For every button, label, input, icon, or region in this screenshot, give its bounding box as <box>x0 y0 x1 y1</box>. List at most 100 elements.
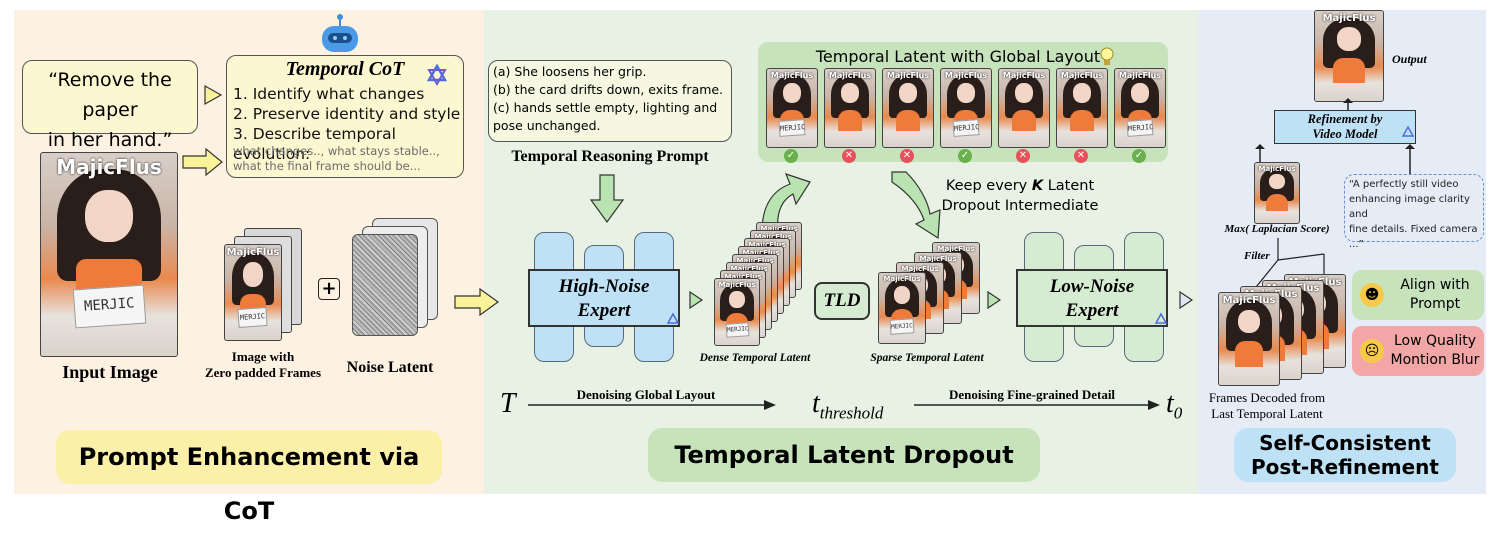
frame-watermark: MajicFlus <box>748 241 786 249</box>
input-image: MERJIC MajicFlus <box>40 152 178 357</box>
timeline-arrow-2 <box>914 400 1160 410</box>
smiley-icon: ☻ <box>1360 283 1384 307</box>
low-noise-expert: Low-Noise Expert <box>1016 269 1168 327</box>
keep-k-line-2: Dropout Intermediate <box>941 198 1099 214</box>
align-line-2: Prompt <box>1409 296 1461 312</box>
plus-icon: + <box>318 278 340 300</box>
robot-icon <box>322 14 358 52</box>
output-image: MajicFlus <box>1314 10 1384 102</box>
still-prompt-line-3: fine details. Fixed camera <box>1349 224 1478 235</box>
layout-frame-2: MajicFlus <box>824 68 876 148</box>
frame-watermark: MajicFlus <box>1002 71 1046 80</box>
frame-watermark: MajicFlus <box>1060 71 1104 80</box>
still-prompt-line-1: “A perfectly still video <box>1349 179 1459 190</box>
lightbulb-icon <box>1100 47 1114 65</box>
layout-frame-6: MajicFlus <box>1056 68 1108 148</box>
output-label: Output <box>1392 52 1427 66</box>
frame-watermark: MajicFlus <box>770 71 814 80</box>
reason-c1: (c) hands settle empty, lighting and <box>493 100 718 115</box>
chevron-icon <box>689 290 704 310</box>
frame-watermark: MajicFlus <box>718 281 756 289</box>
denoise-global-label: Denoising Global Layout <box>576 387 716 402</box>
t-start: T <box>500 388 516 419</box>
cot-bubble: Temporal CoT 1. Identify what changes 2.… <box>226 55 464 178</box>
right-title-line-1: Self-Consistent <box>1259 431 1431 455</box>
align-line-1: Align with <box>1400 277 1470 293</box>
frame-watermark: MajicFlus <box>883 275 921 283</box>
noise-card-front <box>352 234 418 336</box>
cross-icon: ✕ <box>1074 149 1088 163</box>
noise-latent-label: Noise Latent <box>346 359 434 376</box>
frame-watermark: MajicFlus <box>730 265 768 273</box>
high-noise-line-2: Expert <box>577 300 631 321</box>
low-noise-line-1: Low-Noise <box>1049 276 1135 297</box>
paper-text: MERJIC <box>952 119 980 138</box>
padded-watermark: MajicFlus <box>226 247 280 258</box>
padded-paper-text: MERJIC <box>237 306 269 328</box>
frame-watermark: MajicFlus <box>736 257 774 265</box>
paper-text: MERJIC <box>1126 119 1154 138</box>
cross-icon: ✕ <box>842 149 856 163</box>
instruction-bubble: “Remove the paper in her hand.” <box>22 60 198 151</box>
sparse-label: Sparse Temporal Latent <box>870 352 984 364</box>
watermark: MajicFlus <box>56 155 162 179</box>
right-panel-title: Self-Consistent Post-Refinement <box>1234 428 1456 482</box>
curved-arrow-down-icon <box>891 171 941 240</box>
check-icon: ✓ <box>784 149 798 163</box>
cot-step-3: 3. Describe temporal evolution: <box>233 125 396 163</box>
logo-icon <box>666 312 680 324</box>
crying-face-icon: ☹ <box>1360 339 1384 363</box>
keep-k-line-1: Keep every K Latent <box>945 178 1095 194</box>
reason-a: (a) She loosens her grip. <box>493 64 647 79</box>
layout-frame-4: MERJIC MajicFlus <box>940 68 992 148</box>
layout-frame-3: MajicFlus <box>882 68 934 148</box>
low-quality-badge: ☹ Low Quality Montion Blur <box>1352 326 1484 376</box>
logo-icon <box>1402 126 1414 137</box>
high-noise-line-1: High-Noise <box>558 276 650 297</box>
cot-step-1: 1. Identify what changes <box>233 85 425 103</box>
global-layout-title: Temporal Latent with Global Layout <box>815 47 1101 66</box>
reasoning-bubble: (a) She loosens her grip. (b) the card d… <box>488 60 732 142</box>
best-frame-image: MajicFlus <box>1254 162 1300 224</box>
logo-icon <box>1154 312 1168 324</box>
frame-watermark: MajicFlus <box>724 273 762 281</box>
align-badge: ☻ Align with Prompt <box>1352 270 1484 320</box>
cross-icon: ✕ <box>900 149 914 163</box>
left-panel-title: Prompt Enhancement via CoT <box>56 430 442 525</box>
lowq-line-2: Montion Blur <box>1390 352 1480 368</box>
paper-text: MERJIC <box>72 284 146 328</box>
frame-watermark: MajicFlus <box>1118 71 1162 80</box>
up-arrow-icon <box>1405 144 1415 174</box>
timeline-arrow-1 <box>528 400 776 410</box>
down-arrow-icon <box>590 174 624 224</box>
output-watermark: MajicFlus <box>1322 13 1376 24</box>
low-noise-line-2: Expert <box>1065 300 1119 321</box>
check-icon: ✓ <box>958 149 972 163</box>
frame-watermark: MajicFlus <box>937 245 975 253</box>
frame-watermark: MajicFlus <box>944 71 988 80</box>
layout-frame-5: MajicFlus <box>998 68 1050 148</box>
check-icon: ✓ <box>1132 149 1146 163</box>
frame-watermark: MajicFlus <box>901 265 939 273</box>
zero-pad-label-1: Image with <box>231 349 295 364</box>
layout-frame-7: MERJIC MajicFlus <box>1114 68 1166 148</box>
still-prompt-bubble: “A perfectly still video enhancing image… <box>1344 174 1484 250</box>
chevron-icon <box>987 290 1002 310</box>
reasoning-prompt-label: Temporal Reasoning Prompt <box>511 148 709 165</box>
chevron-icon <box>1179 290 1194 310</box>
zero-pad-label-2: Zero padded Frames <box>204 365 322 380</box>
tld-box: TLD <box>814 282 870 320</box>
refinement-box: Refinement by Video Model <box>1274 110 1416 144</box>
frame-watermark: MajicFlus <box>742 249 780 257</box>
middle-panel-title: Temporal Latent Dropout <box>648 428 1040 482</box>
padded-frame-image: MERJIC MajicFlus <box>224 244 282 341</box>
frames-label-2: Last Temporal Latent <box>1211 406 1323 421</box>
frame-watermark: MajicFlus <box>828 71 872 80</box>
cot-detail-2: what the final frame should be... <box>233 159 421 173</box>
still-prompt-line-2: enhancing image clarity and <box>1349 194 1470 220</box>
arrow-icon <box>182 148 223 176</box>
instruction-line-2: in her hand.” <box>47 129 173 151</box>
